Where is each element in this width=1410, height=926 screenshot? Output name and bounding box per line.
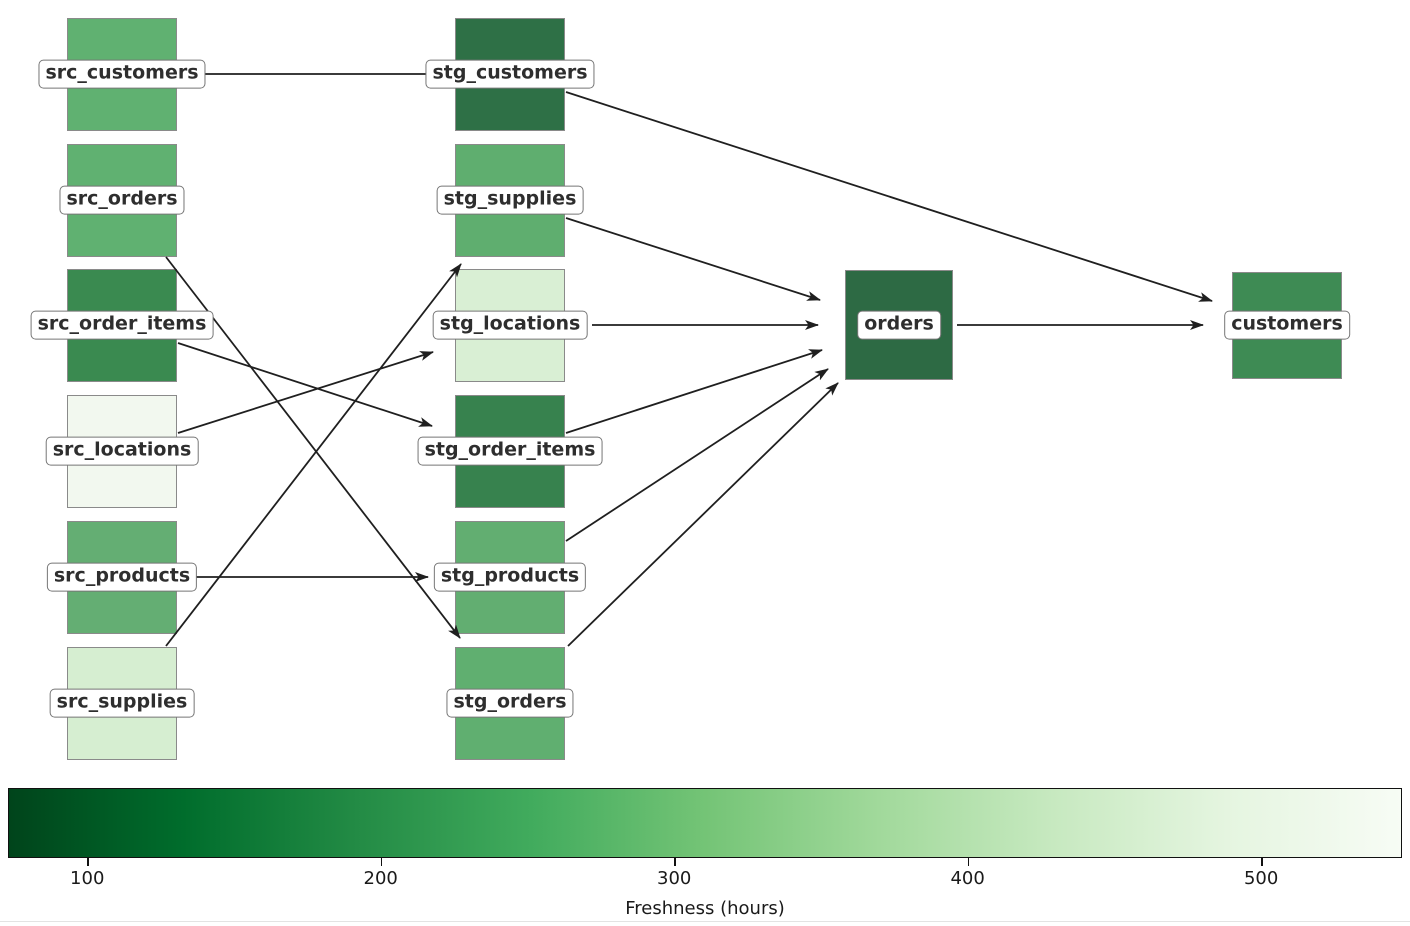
colorbar-tick-label-100: 100 (70, 868, 105, 889)
colorbar-tick-300 (674, 858, 676, 866)
colorbar-tick-200 (380, 858, 383, 866)
node-label-src_supplies: src_supplies (49, 688, 195, 718)
node-label-stg_supplies: stg_supplies (436, 185, 584, 215)
node-label-src_locations: src_locations (45, 436, 199, 466)
node-label-stg_order_items: stg_order_items (417, 436, 603, 466)
edge-stg_supplies-to-orders (565, 217, 821, 301)
node-label-customers: customers (1224, 310, 1350, 340)
node-label-src_order_items: src_order_items (30, 310, 214, 340)
edge-stg_orders-to-orders (567, 382, 839, 647)
colorbar-tick-label-300: 300 (656, 868, 692, 889)
node-label-stg_orders: stg_orders (446, 688, 574, 718)
edge-src_locations-to-stg_locations (177, 351, 434, 434)
colorbar-axis-label: Freshness (hours) (625, 898, 785, 919)
node-label-stg_customers: stg_customers (425, 59, 595, 89)
colorbar-gradient (8, 788, 1402, 858)
node-label-stg_products: stg_products (433, 562, 587, 592)
colorbar-tick-label-500: 500 (1243, 868, 1279, 889)
colorbar-tick-500 (1261, 858, 1263, 866)
edge-src_order_items-to-stg_order_items (177, 342, 433, 427)
colorbar-tick-label-200: 200 (363, 868, 398, 889)
bottom-divider (0, 921, 1410, 922)
edge-stg_products-to-orders (565, 368, 829, 542)
node-label-stg_locations: stg_locations (432, 310, 588, 340)
colorbar-tick-100 (87, 858, 89, 866)
node-label-src_orders: src_orders (59, 185, 185, 215)
node-label-src_products: src_products (46, 562, 198, 592)
colorbar-tick-label-400: 400 (950, 868, 985, 889)
node-label-src_customers: src_customers (38, 59, 206, 89)
colorbar-tick-400 (967, 858, 970, 866)
node-label-orders: orders (857, 310, 941, 340)
edge-stg_order_items-to-orders (565, 349, 823, 434)
